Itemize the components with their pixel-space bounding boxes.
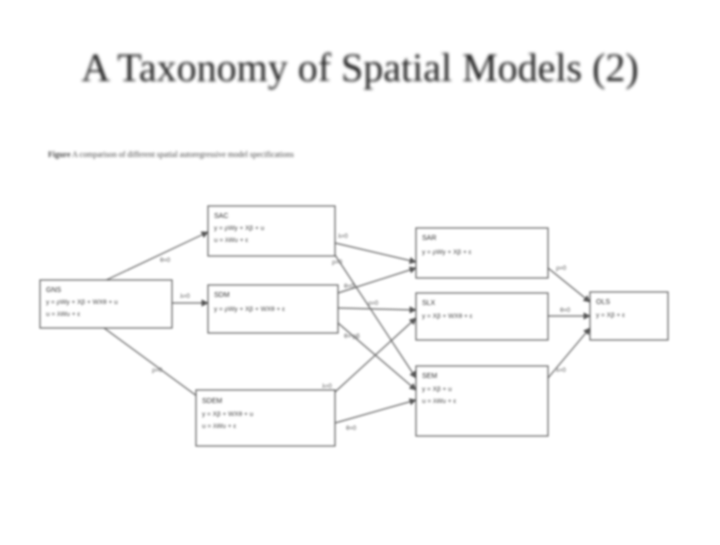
node-sem-title: SEM <box>422 373 437 380</box>
node-slx: SLX y = Xβ + WXθ + ε <box>415 292 549 341</box>
node-ols-title: OLS <box>596 299 610 306</box>
edge-gns-sac <box>99 231 209 284</box>
edge-sdm-slx <box>337 306 417 314</box>
edge-sem-ols <box>547 327 591 379</box>
node-sem-eq1: y = Xβ + u <box>422 386 452 393</box>
edge-sac-sar <box>334 242 417 265</box>
node-sdem-box <box>195 389 336 447</box>
node-sem-box <box>415 365 549 437</box>
node-sac-eq1: y = ρWy + Xβ + u <box>214 225 265 232</box>
edge-sac-sem <box>334 254 417 379</box>
edge-label-gns-sdm: λ=0 <box>180 294 191 300</box>
edge-label-sac-sem: ρ=0 <box>332 260 343 266</box>
node-sdm-box <box>207 284 339 334</box>
edge-label-sdm-slx: ρ=0 <box>368 301 379 307</box>
node-slx-eq1: y = Xβ + WXθ + ε <box>422 313 473 320</box>
diagram-edges <box>99 231 591 424</box>
caption-text: A comparison of different spatial autore… <box>72 150 294 159</box>
edge-sar-ols <box>547 267 591 303</box>
node-sem: SEM y = Xβ + u u = λWu + ε <box>415 365 549 437</box>
node-sdm-eq1: y = ρWy + Xβ + WXθ + ε <box>214 306 285 313</box>
edge-label-sar-ols: ρ=0 <box>556 266 567 272</box>
node-sar: SAR y = ρWy + Xβ + ε <box>415 227 549 279</box>
node-gns-eq1: y = ρWy + Xβ + WXθ + u <box>46 299 118 306</box>
edge-sdem-sem <box>334 398 417 424</box>
edge-label-sdem-slx: λ=0 <box>322 384 333 390</box>
node-sem-eq2: u = λWu + ε <box>422 398 456 405</box>
node-sdm: SDM y = ρWy + Xβ + WXθ + ε <box>207 284 339 334</box>
node-slx-box <box>415 292 549 341</box>
edge-sdem-slx <box>334 317 417 393</box>
edge-label-gns-sdem: ρ=0 <box>152 368 163 374</box>
node-gns-title: GNS <box>46 287 62 294</box>
edge-sdm-sar <box>337 266 417 294</box>
node-sar-box <box>415 227 549 279</box>
edge-label-sem-ols: λ=0 <box>556 368 567 374</box>
node-sac-eq2: u = λWu + ε <box>214 237 248 244</box>
node-ols-eq1: y = Xβ + ε <box>596 312 625 319</box>
node-sar-title: SAR <box>422 235 436 242</box>
node-ols: OLS y = Xβ + ε <box>589 291 669 341</box>
edge-label-slx-ols: θ=0 <box>560 308 571 314</box>
node-sac: SAC y = ρWy + Xβ + u u = λWu + ε <box>207 205 336 257</box>
figure-caption: Figure A comparison of different spatial… <box>48 150 294 159</box>
node-sac-title: SAC <box>214 213 228 220</box>
caption-prefix: Figure <box>48 150 71 159</box>
edge-gns-sdem <box>99 324 206 403</box>
node-sdem-title: SDEM <box>202 398 222 405</box>
node-gns-eq2: u = λWu + ε <box>46 311 80 318</box>
node-gns-box <box>39 279 173 329</box>
edge-sdm-sem <box>337 322 417 391</box>
node-sac-box <box>207 205 336 257</box>
node-sdem: SDEM y = Xβ + WXθ + u u = λWu + ε <box>195 389 336 447</box>
edge-label-sdm-sar: θ=0 <box>344 284 355 290</box>
node-sdem-eq2: u = λWu + ε <box>202 423 236 430</box>
edge-label-sdem-sem: θ=0 <box>346 426 357 432</box>
node-slx-title: SLX <box>422 300 436 307</box>
node-sdm-title: SDM <box>214 292 230 299</box>
edge-label-gns-sac: θ=0 <box>160 258 171 264</box>
node-sar-eq1: y = ρWy + Xβ + ε <box>422 249 472 256</box>
edge-labels: θ=0 λ=0 ρ=0 λ=0 ρ=0 θ=0 ρ=0 θ=-ρβ λ=0 θ=… <box>152 234 571 432</box>
node-sdem-eq1: y = Xβ + WXθ + u <box>202 411 254 418</box>
edge-label-sdm-sem: θ=-ρβ <box>344 334 360 340</box>
node-gns: GNS y = ρWy + Xβ + WXθ + u u = λWu + ε <box>39 279 173 329</box>
edge-label-sac-sar: λ=0 <box>338 234 349 240</box>
slide-title: A Taxonomy of Spatial Models (2) <box>81 45 639 90</box>
node-ols-box <box>589 291 669 341</box>
